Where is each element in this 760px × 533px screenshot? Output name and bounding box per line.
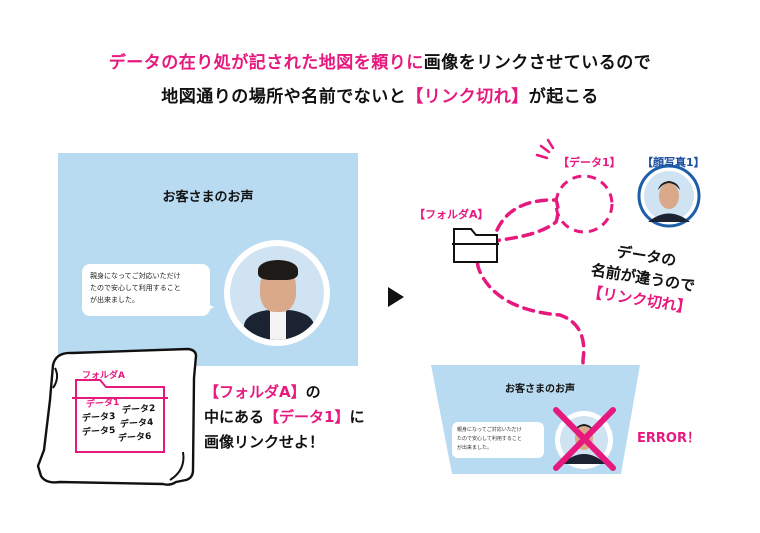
testimonial-card: お客さまのお声 親身になってご対応いただけ たので安心して利用すること が出来ま…	[58, 153, 358, 366]
caption-data: 【データ1】	[264, 408, 350, 426]
error-label: ERROR！	[637, 431, 700, 446]
headline-line-1: データの在り処が記された地図を頼りに画像をリンクさせているので	[0, 48, 760, 73]
bubble-line: 親身になってご対応いただけ	[457, 427, 522, 433]
headline-line-2: 地図通りの場所や名前でないと【リンク切れ】が起こる	[0, 82, 760, 107]
caption-text: の	[305, 383, 321, 401]
headline-line-1-pink: データの在り処が記された地図を頼りに	[108, 53, 424, 73]
headline-line-2-end: が起こる	[528, 87, 599, 107]
card-title: お客さまのお声	[162, 190, 254, 205]
right-folder-label: 【フォルダA】	[414, 208, 489, 221]
bubble-line: たので安心して利用すること	[90, 284, 181, 292]
bubble-line: が出来ました。	[90, 296, 139, 304]
headline-line-1-rest: 画像をリンクさせているので	[423, 53, 652, 73]
bubble-line: たので安心して利用すること	[457, 436, 522, 442]
dashed-link-path	[475, 198, 586, 382]
bubble-line: が出来ました。	[457, 445, 493, 451]
error-x-icon	[553, 407, 616, 471]
caption-line-3: 画像リンクせよ！	[204, 433, 325, 451]
right-data-label: 【データ1】	[558, 156, 621, 169]
caption-text: に	[349, 408, 365, 426]
caption-folder: 【フォルダA】	[204, 383, 306, 401]
right-card-title: お客さまのお声	[505, 384, 575, 395]
right-photo-label: 【顔写真1】	[642, 156, 705, 169]
caption-text: 中にある	[204, 408, 265, 426]
missing-data-circle	[554, 174, 614, 234]
avatar-photo	[224, 240, 330, 346]
folder-icon	[453, 228, 498, 263]
face-photo-icon	[230, 246, 324, 340]
arrow-right-icon	[388, 287, 404, 307]
headline-line-2-start: 地図通りの場所や名前でないと	[161, 87, 407, 107]
spark-icon	[535, 138, 555, 160]
speech-bubble-tail	[200, 301, 214, 315]
map-folder-label: フォルダA	[82, 371, 125, 381]
speech-bubble: 親身になってご対応いただけ たので安心して利用すること が出来ました。	[82, 264, 210, 316]
headline-line-2-pink: 【リンク切れ】	[406, 87, 529, 107]
right-speech-bubble: 親身になってご対応いただけ たので安心して利用すること が出来ました。	[452, 422, 544, 458]
bubble-line: 親身になってご対応いただけ	[90, 272, 181, 280]
left-caption: 【フォルダA】の 中にある【データ1】に 画像リンクせよ！	[204, 380, 364, 455]
